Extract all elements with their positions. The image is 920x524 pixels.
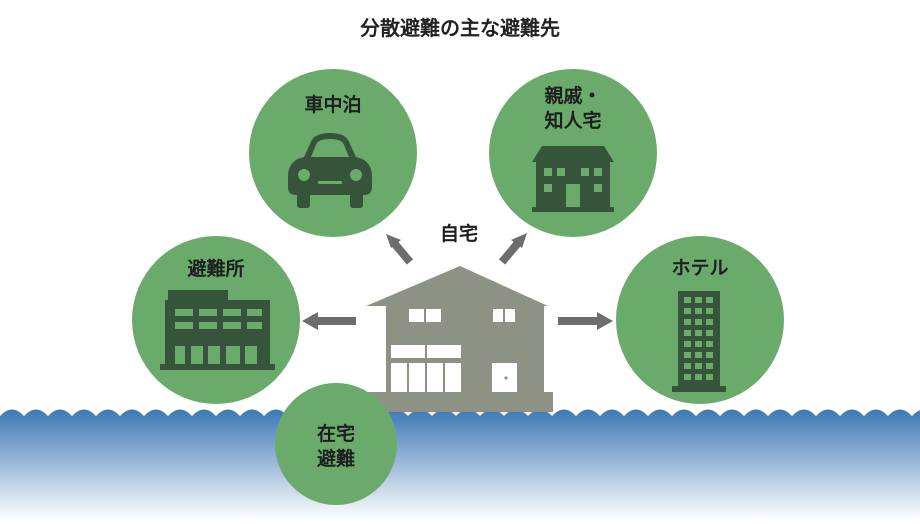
hotel-window	[695, 374, 702, 380]
hotel-label: ホテル	[671, 257, 728, 279]
hotel-window	[695, 330, 702, 336]
arrow-to-car	[386, 234, 414, 265]
hotel-window	[706, 352, 713, 358]
hotel-window	[684, 363, 691, 369]
hotel-window	[695, 297, 702, 303]
home-label: 自宅	[440, 222, 478, 245]
relatives-label: 親戚・知人宅	[544, 84, 601, 132]
shelter-building-icon	[160, 290, 275, 370]
hotel-window	[706, 319, 713, 325]
diagram-title: 分散避難の主な避難先	[360, 16, 560, 40]
hotel-window	[695, 319, 702, 325]
stay-home-circle	[275, 383, 397, 505]
hotel-window	[706, 374, 713, 380]
hotel-window	[695, 308, 702, 314]
car-icon	[288, 133, 372, 208]
hotel-window	[695, 363, 702, 369]
hotel-window	[684, 341, 691, 347]
hotel-window	[706, 341, 713, 347]
arrow-to-shelter	[302, 312, 356, 330]
hotel-window	[684, 374, 691, 380]
stay-home-label: 在宅避難	[317, 422, 355, 470]
hotel-window	[684, 308, 691, 314]
shelter-label: 避難所	[187, 257, 244, 280]
hotel-window	[706, 297, 713, 303]
hotel-window	[684, 330, 691, 336]
house-icon	[532, 146, 614, 212]
hotel-window	[684, 352, 691, 358]
home-house	[363, 266, 553, 412]
hotel-window	[684, 319, 691, 325]
hotel-window	[706, 308, 713, 314]
arrow-to-relatives	[498, 233, 527, 265]
car-label: 車中泊	[304, 93, 361, 116]
hotel-window	[684, 297, 691, 303]
hotel-window	[706, 330, 713, 336]
hotel-window	[706, 363, 713, 369]
hotel-window	[695, 352, 702, 358]
hotel-building-icon	[672, 291, 726, 392]
arrow-to-hotel	[558, 312, 613, 330]
hotel-window	[695, 341, 702, 347]
flood-water	[0, 409, 920, 520]
